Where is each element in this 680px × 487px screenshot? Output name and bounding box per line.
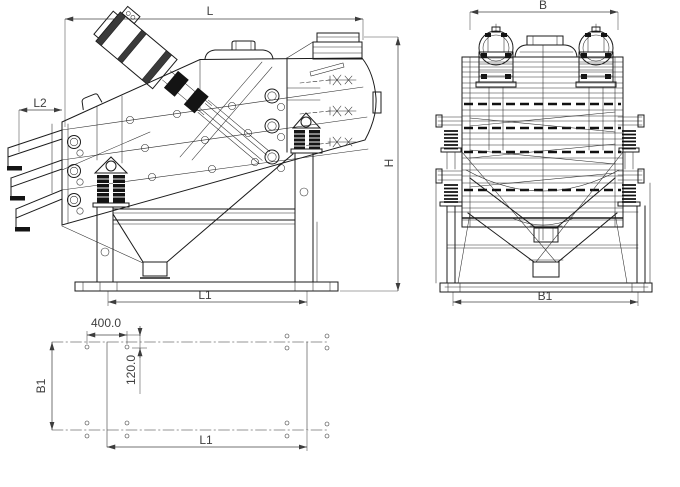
anchor-bolt-holes: [84, 333, 330, 439]
side-view: L L2 H L1: [7, 4, 401, 306]
dimension-H: H: [340, 36, 401, 292]
dim-label-H: H: [382, 159, 396, 168]
front-view: B B1: [435, 0, 653, 306]
dim-label-400: 400.0: [91, 316, 121, 330]
dimension-L2: L2: [18, 96, 62, 152]
dimension-L1-plan: L1: [107, 431, 308, 451]
dim-label-B1-plan: B1: [34, 378, 48, 393]
dimension-400: 400.0: [86, 316, 128, 344]
body-ring-bolts: [264, 88, 285, 172]
through-deck-diagonals: [465, 111, 620, 226]
base-rail-side: [74, 281, 339, 292]
deck-bolts: [126, 102, 259, 181]
dim-label-L: L: [207, 4, 214, 18]
discharge-chutes: [7, 129, 63, 232]
dim-label-L2: L2: [33, 96, 47, 110]
panel-ring-bolts: [67, 135, 84, 215]
vibration-motor-left-front: [475, 23, 517, 88]
discharge-outlet-stub: [372, 91, 382, 114]
support-spring-right: [290, 112, 323, 154]
dim-label-L1-side: L1: [198, 288, 212, 302]
feed-inlet-box: [309, 32, 363, 77]
dimension-B: B: [469, 0, 619, 30]
vibration-motor-right-front: [575, 23, 617, 88]
front-hopper: [461, 151, 624, 278]
dim-label-B1-front: B1: [538, 289, 553, 303]
vibration-motor-assembly: [93, 5, 270, 165]
dim-label-B: B: [539, 0, 547, 12]
front-support-frame: [435, 182, 651, 284]
base-rail-front: [439, 282, 653, 293]
plan-view: B1 400.0 120.0 L1: [34, 316, 330, 451]
dimension-B1-plan: B1: [34, 342, 55, 430]
edge-lug: [81, 93, 103, 111]
spray-pipe-fittings: [327, 74, 357, 148]
support-spring-left: [92, 156, 130, 208]
deck-layer-lines: [461, 61, 624, 221]
front-spring-left: [435, 114, 463, 207]
body-dome-cover: [204, 40, 274, 60]
dimension-120: 120.0: [124, 326, 147, 394]
dim-label-120: 120.0: [124, 355, 138, 385]
screen-body-front: [461, 35, 624, 241]
dim-label-L1-plan: L1: [199, 433, 213, 447]
support-frame: [96, 152, 318, 283]
front-spring-right: [617, 114, 645, 207]
collection-hopper: [61, 153, 294, 279]
